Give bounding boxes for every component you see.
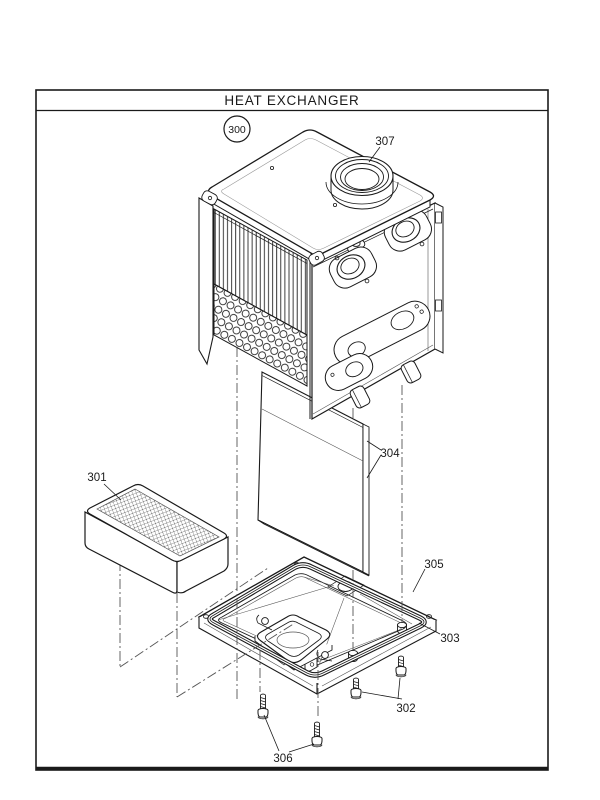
callout-300-balloon: 300 bbox=[223, 115, 251, 143]
screws-302 bbox=[350, 655, 407, 700]
page-frame bbox=[35, 89, 549, 771]
baffle-panel-304 bbox=[257, 371, 370, 577]
mounting-tabs bbox=[349, 360, 422, 409]
part-label-305: 305 bbox=[424, 559, 443, 571]
cleanout-plates bbox=[324, 300, 431, 391]
leader-lines bbox=[103, 146, 441, 753]
burner-block-301 bbox=[84, 483, 229, 594]
screw bbox=[311, 721, 323, 748]
title-block: HEAT EXCHANGER bbox=[224, 93, 359, 108]
flue-collar-307 bbox=[325, 155, 399, 210]
screw bbox=[257, 693, 269, 720]
side-sheet bbox=[198, 197, 214, 366]
burner-adapter bbox=[254, 614, 333, 671]
heat-exchanger-assembly bbox=[198, 129, 444, 421]
part-label-307: 307 bbox=[375, 136, 394, 148]
assembly-balloon-label: 300 bbox=[228, 124, 246, 136]
gasket-305 bbox=[207, 562, 427, 678]
part-label-302: 302 bbox=[396, 703, 415, 715]
diagram-title: HEAT EXCHANGER bbox=[224, 93, 359, 108]
top-cover bbox=[201, 129, 435, 266]
part-label-306: 306 bbox=[273, 753, 292, 765]
screw bbox=[350, 677, 362, 700]
part-label-303: 303 bbox=[440, 633, 459, 645]
fin-coil bbox=[213, 208, 308, 387]
part-labels: 307 301 304 305 303 302 306 bbox=[87, 136, 459, 765]
part-label-301: 301 bbox=[87, 472, 106, 484]
screws-306 bbox=[257, 693, 323, 748]
part-label-304: 304 bbox=[380, 448, 400, 460]
screw bbox=[395, 655, 407, 678]
